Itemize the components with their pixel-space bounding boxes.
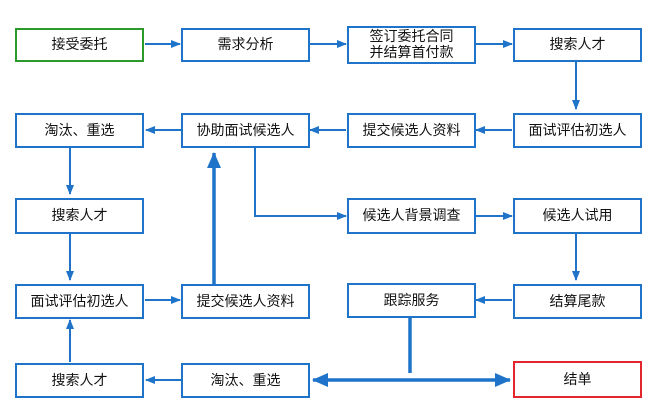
node-submit-2-label: 提交候选人资料 bbox=[196, 293, 295, 310]
node-interview-2: 面试评估初选人 bbox=[15, 284, 144, 319]
node-analysis: 需求分析 bbox=[181, 28, 310, 62]
node-trial-label: 候选人试用 bbox=[542, 208, 613, 224]
node-analysis-label: 需求分析 bbox=[217, 37, 274, 53]
node-submit-1-label: 提交候选人资料 bbox=[362, 122, 461, 139]
node-trial: 候选人试用 bbox=[513, 198, 642, 234]
node-accept: 接受委托 bbox=[15, 28, 144, 62]
node-final-payment: 结算尾款 bbox=[513, 284, 642, 319]
node-eliminate-2-label: 淘汰、重选 bbox=[210, 372, 281, 389]
node-background-check: 候选人背景调查 bbox=[347, 198, 476, 234]
node-search-3-label: 搜索人才 bbox=[51, 372, 108, 389]
node-search-1-label: 搜索人才 bbox=[549, 37, 606, 53]
node-close-order: 结单 bbox=[513, 361, 642, 398]
node-contract-label-line1: 签订委托合同 bbox=[369, 29, 454, 45]
node-eliminate-2: 淘汰、重选 bbox=[181, 363, 310, 398]
node-submit-2: 提交候选人资料 bbox=[181, 284, 310, 319]
node-contract-label-line2: 并结算首付款 bbox=[369, 45, 454, 61]
node-tracking-service-label: 跟踪服务 bbox=[383, 292, 440, 309]
node-background-check-label: 候选人背景调查 bbox=[362, 208, 461, 224]
node-assist-interview: 协助面试候选人 bbox=[181, 113, 310, 148]
node-search-2: 搜索人才 bbox=[15, 198, 144, 234]
node-assist-interview-label: 协助面试候选人 bbox=[196, 122, 295, 139]
node-final-payment-label: 结算尾款 bbox=[549, 293, 606, 310]
node-interview-1-label: 面试评估初选人 bbox=[528, 122, 627, 139]
node-search-3: 搜索人才 bbox=[15, 363, 144, 398]
node-close-order-label: 结单 bbox=[563, 371, 592, 388]
arrow-assist-to-background bbox=[254, 148, 347, 220]
node-tracking-service: 跟踪服务 bbox=[347, 283, 476, 318]
node-eliminate-1: 淘汰、重选 bbox=[15, 113, 144, 148]
node-accept-label: 接受委托 bbox=[51, 37, 108, 53]
node-contract: 签订委托合同 并结算首付款 bbox=[347, 26, 476, 64]
node-submit-1: 提交候选人资料 bbox=[347, 113, 476, 148]
node-eliminate-1-label: 淘汰、重选 bbox=[44, 122, 115, 139]
node-interview-1: 面试评估初选人 bbox=[513, 113, 642, 148]
node-interview-2-label: 面试评估初选人 bbox=[30, 293, 129, 310]
node-search-1: 搜索人才 bbox=[513, 28, 642, 62]
node-search-2-label: 搜索人才 bbox=[51, 208, 108, 224]
